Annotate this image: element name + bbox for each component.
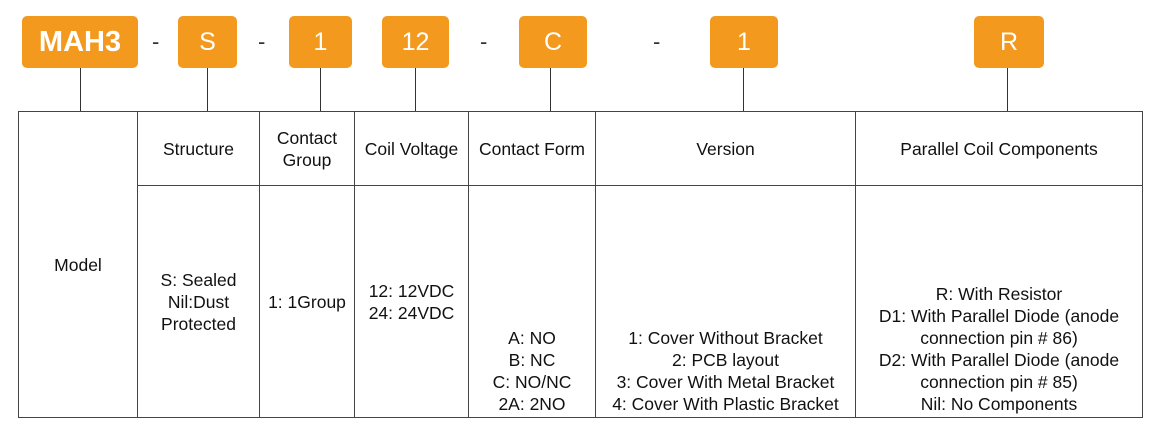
structure-code-box: S xyxy=(178,16,237,68)
header-structure: Structure xyxy=(137,111,260,186)
connector-line xyxy=(1007,68,1008,111)
contact-form-code-box: C xyxy=(519,16,587,68)
coil-voltage-code-box: 12 xyxy=(382,16,449,68)
header-coil-voltage: Coil Voltage xyxy=(354,111,469,186)
header-contact-group: Contact Group xyxy=(259,111,355,186)
parallel-code-box: R xyxy=(974,16,1044,68)
connector-line xyxy=(415,68,416,111)
contact-group-code-box: 1 xyxy=(289,16,352,68)
header-parallel-coil: Parallel Coil Components xyxy=(855,111,1143,186)
options-contact-group: 1: 1Group xyxy=(259,185,355,418)
connector-line xyxy=(743,68,744,111)
header-contact-form: Contact Form xyxy=(468,111,596,186)
connector-line xyxy=(80,68,81,111)
version-code-box: 1 xyxy=(710,16,778,68)
connector-line xyxy=(320,68,321,111)
separator-dash: - xyxy=(653,29,661,54)
model-code-box: MAH3 xyxy=(22,16,138,68)
options-version: 1: Cover Without Bracket 2: PCB layout 3… xyxy=(595,185,856,418)
options-contact-form: A: NO B: NC C: NO/NC 2A: 2NO xyxy=(468,185,596,418)
header-version: Version xyxy=(595,111,856,186)
connector-line xyxy=(550,68,551,111)
options-coil-voltage: 12: 12VDC 24: 24VDC xyxy=(354,185,469,418)
separator-dash: - xyxy=(480,29,488,54)
options-structure: S: Sealed Nil:Dust Protected xyxy=(137,185,260,418)
options-parallel-coil: R: With Resistor D1: With Parallel Diode… xyxy=(855,185,1143,418)
connector-line xyxy=(207,68,208,111)
model-row-label: Model xyxy=(18,111,138,418)
separator-dash: - xyxy=(152,29,160,54)
ordering-code-table: Model Structure Contact Group Coil Volta… xyxy=(18,111,1143,418)
separator-dash: - xyxy=(258,29,266,54)
